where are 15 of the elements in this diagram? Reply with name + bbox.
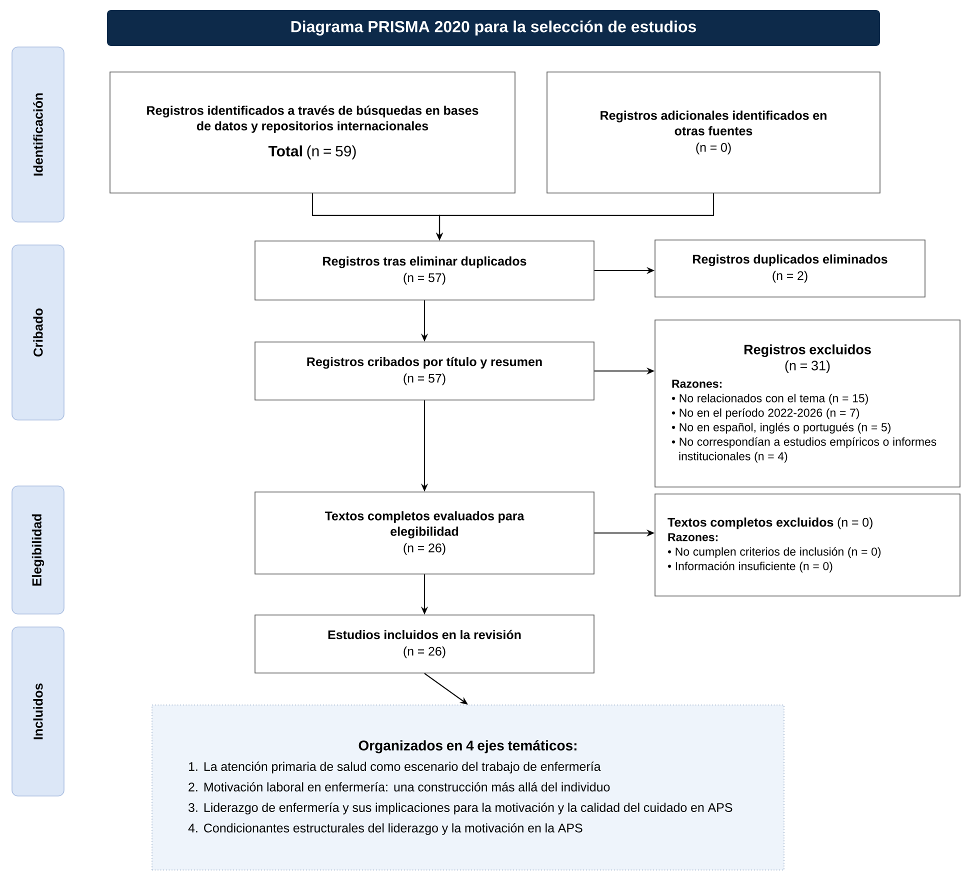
- process-box: Registros cribados por título y resumen (n = 57): [254, 342, 594, 400]
- stage-band: Incluidos: [12, 626, 64, 796]
- stage-band: Cribado: [12, 244, 64, 420]
- process-box: Registros duplicados eliminados (n = 2): [654, 240, 926, 298]
- process-box: Estudios incluidos en la revisión (n = 26): [254, 614, 594, 674]
- process-box: Registros adicionales identificados en otras fuentes (n = 0): [546, 72, 880, 194]
- stage-band: Elegibilidad: [12, 486, 64, 614]
- themes-box: Organizados en 4 ejes temáticos: 1. La atención primaria de salud como escenario del trabajo de enfermería 2. Motivación laboral en enfermería: una construcción más allá del individuo 3. Liderazgo de enfermería y sus implicaciones para la motivación y la calidad del cuidado en APS 4. Condicionantes estructurales del liderazgo y la motivación en la APS: [152, 704, 784, 870]
- stage-band: Identificación: [12, 46, 64, 222]
- exclusion-box: Registros excluidos (n = 31) Razones: • No relacionados con el tema (n = 15) • No en el período 2022-2026 (n = 7) • No en español, inglés o portugués (n = 5) • No correspondían a estudios empíricos o informes institucionales (n = 4): [654, 320, 960, 488]
- process-box: Textos completos evaluados para elegibilidad (n = 26): [254, 492, 594, 574]
- process-box: Registros identificados a través de búsquedas en bases de datos y repositorios internacionales Total (n = 59): [110, 72, 516, 194]
- title-banner: Diagrama PRISMA 2020 para la selección de estudios: [107, 10, 880, 46]
- exclusion-box: Textos completos excluidos (n = 0) Razones: • No cumplen criterios de inclusión (n = 0) • Información insuficiente (n = 0): [654, 494, 960, 596]
- process-box: Registros tras eliminar duplicados (n = 57): [254, 240, 594, 300]
